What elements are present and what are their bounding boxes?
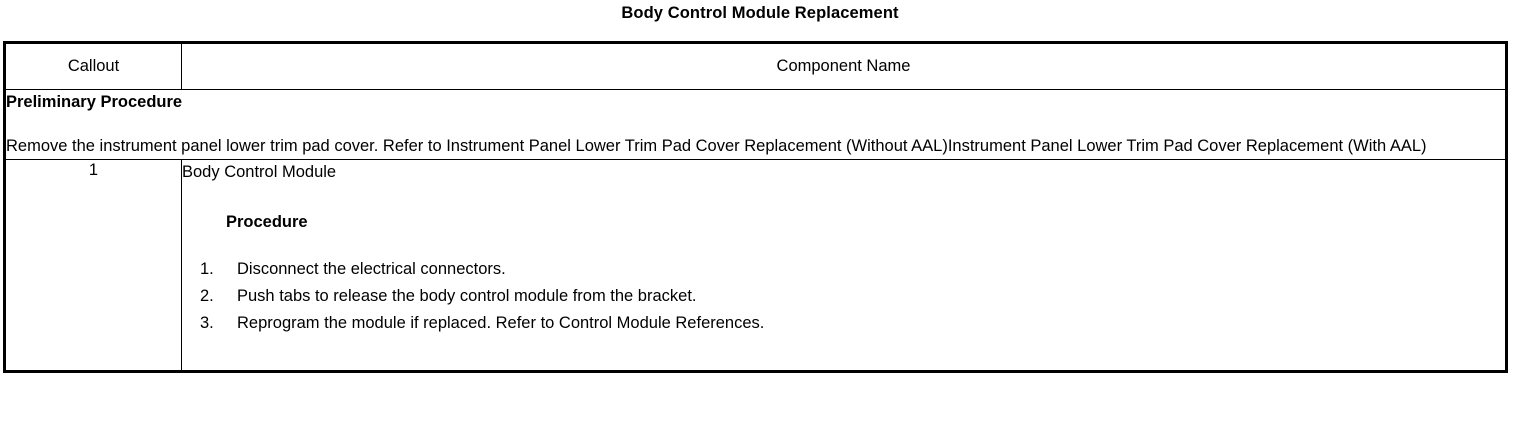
table-row: 1 Body Control Module Procedure 1. Disco…	[4, 159, 1507, 372]
step-text: Push tabs to release the body control mo…	[237, 287, 697, 305]
preliminary-procedure-cell: Preliminary Procedure Remove the instrum…	[4, 89, 1507, 160]
column-header-component-name: Component Name	[181, 42, 1507, 90]
preliminary-procedure-row: Preliminary Procedure Remove the instrum…	[4, 89, 1507, 160]
list-item: 1. Disconnect the electrical connectors.	[182, 256, 1505, 283]
step-number: 2.	[200, 287, 214, 305]
preliminary-procedure-heading: Preliminary Procedure	[6, 93, 183, 111]
procedure-sub-heading: Procedure	[226, 213, 308, 231]
callout-number: 1	[4, 159, 182, 372]
step-number: 3.	[200, 314, 214, 332]
procedure-table: Callout Component Name Preliminary Proce…	[3, 41, 1508, 373]
list-item: 2. Push tabs to release the body control…	[182, 283, 1505, 310]
step-text: Reprogram the module if replaced. Refer …	[237, 314, 765, 332]
table-header-row: Callout Component Name	[4, 42, 1507, 90]
procedure-step-list: 1. Disconnect the electrical connectors.…	[182, 256, 1505, 337]
component-description-cell: Body Control Module Procedure 1. Disconn…	[181, 159, 1507, 372]
page-title: Body Control Module Replacement	[621, 4, 899, 22]
list-item: 3. Reprogram the module if replaced. Ref…	[182, 310, 1505, 337]
column-header-callout: Callout	[4, 42, 182, 90]
step-text: Disconnect the electrical connectors.	[237, 260, 506, 278]
component-name-label: Body Control Module	[182, 163, 337, 181]
step-number: 1.	[200, 260, 214, 278]
preliminary-procedure-text: Remove the instrument panel lower trim p…	[6, 137, 1427, 155]
